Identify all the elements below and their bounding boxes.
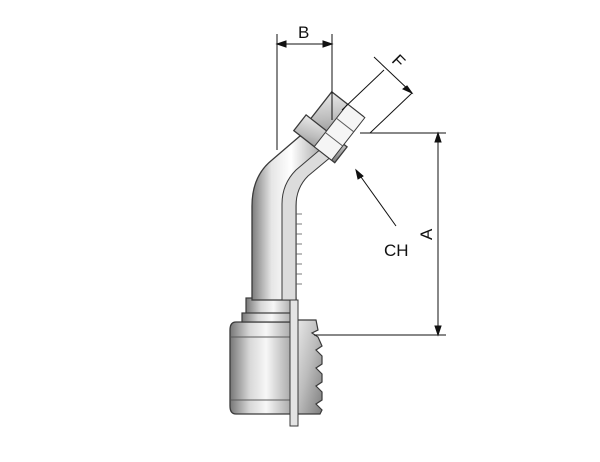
label-ch: CH	[384, 241, 409, 260]
ferrule	[229, 321, 297, 415]
bent-tube	[251, 135, 333, 301]
dimension-b	[275, 34, 334, 150]
swivel-nut	[292, 90, 366, 164]
crimp-serrations	[295, 319, 323, 415]
dimension-ch	[355, 168, 397, 227]
label-b: B	[298, 23, 309, 42]
collar	[241, 297, 297, 323]
insert-stem	[289, 213, 302, 427]
label-a: A	[417, 228, 436, 240]
dimension-a	[314, 131, 446, 337]
label-f: F	[388, 51, 409, 72]
dimension-f	[341, 56, 414, 134]
